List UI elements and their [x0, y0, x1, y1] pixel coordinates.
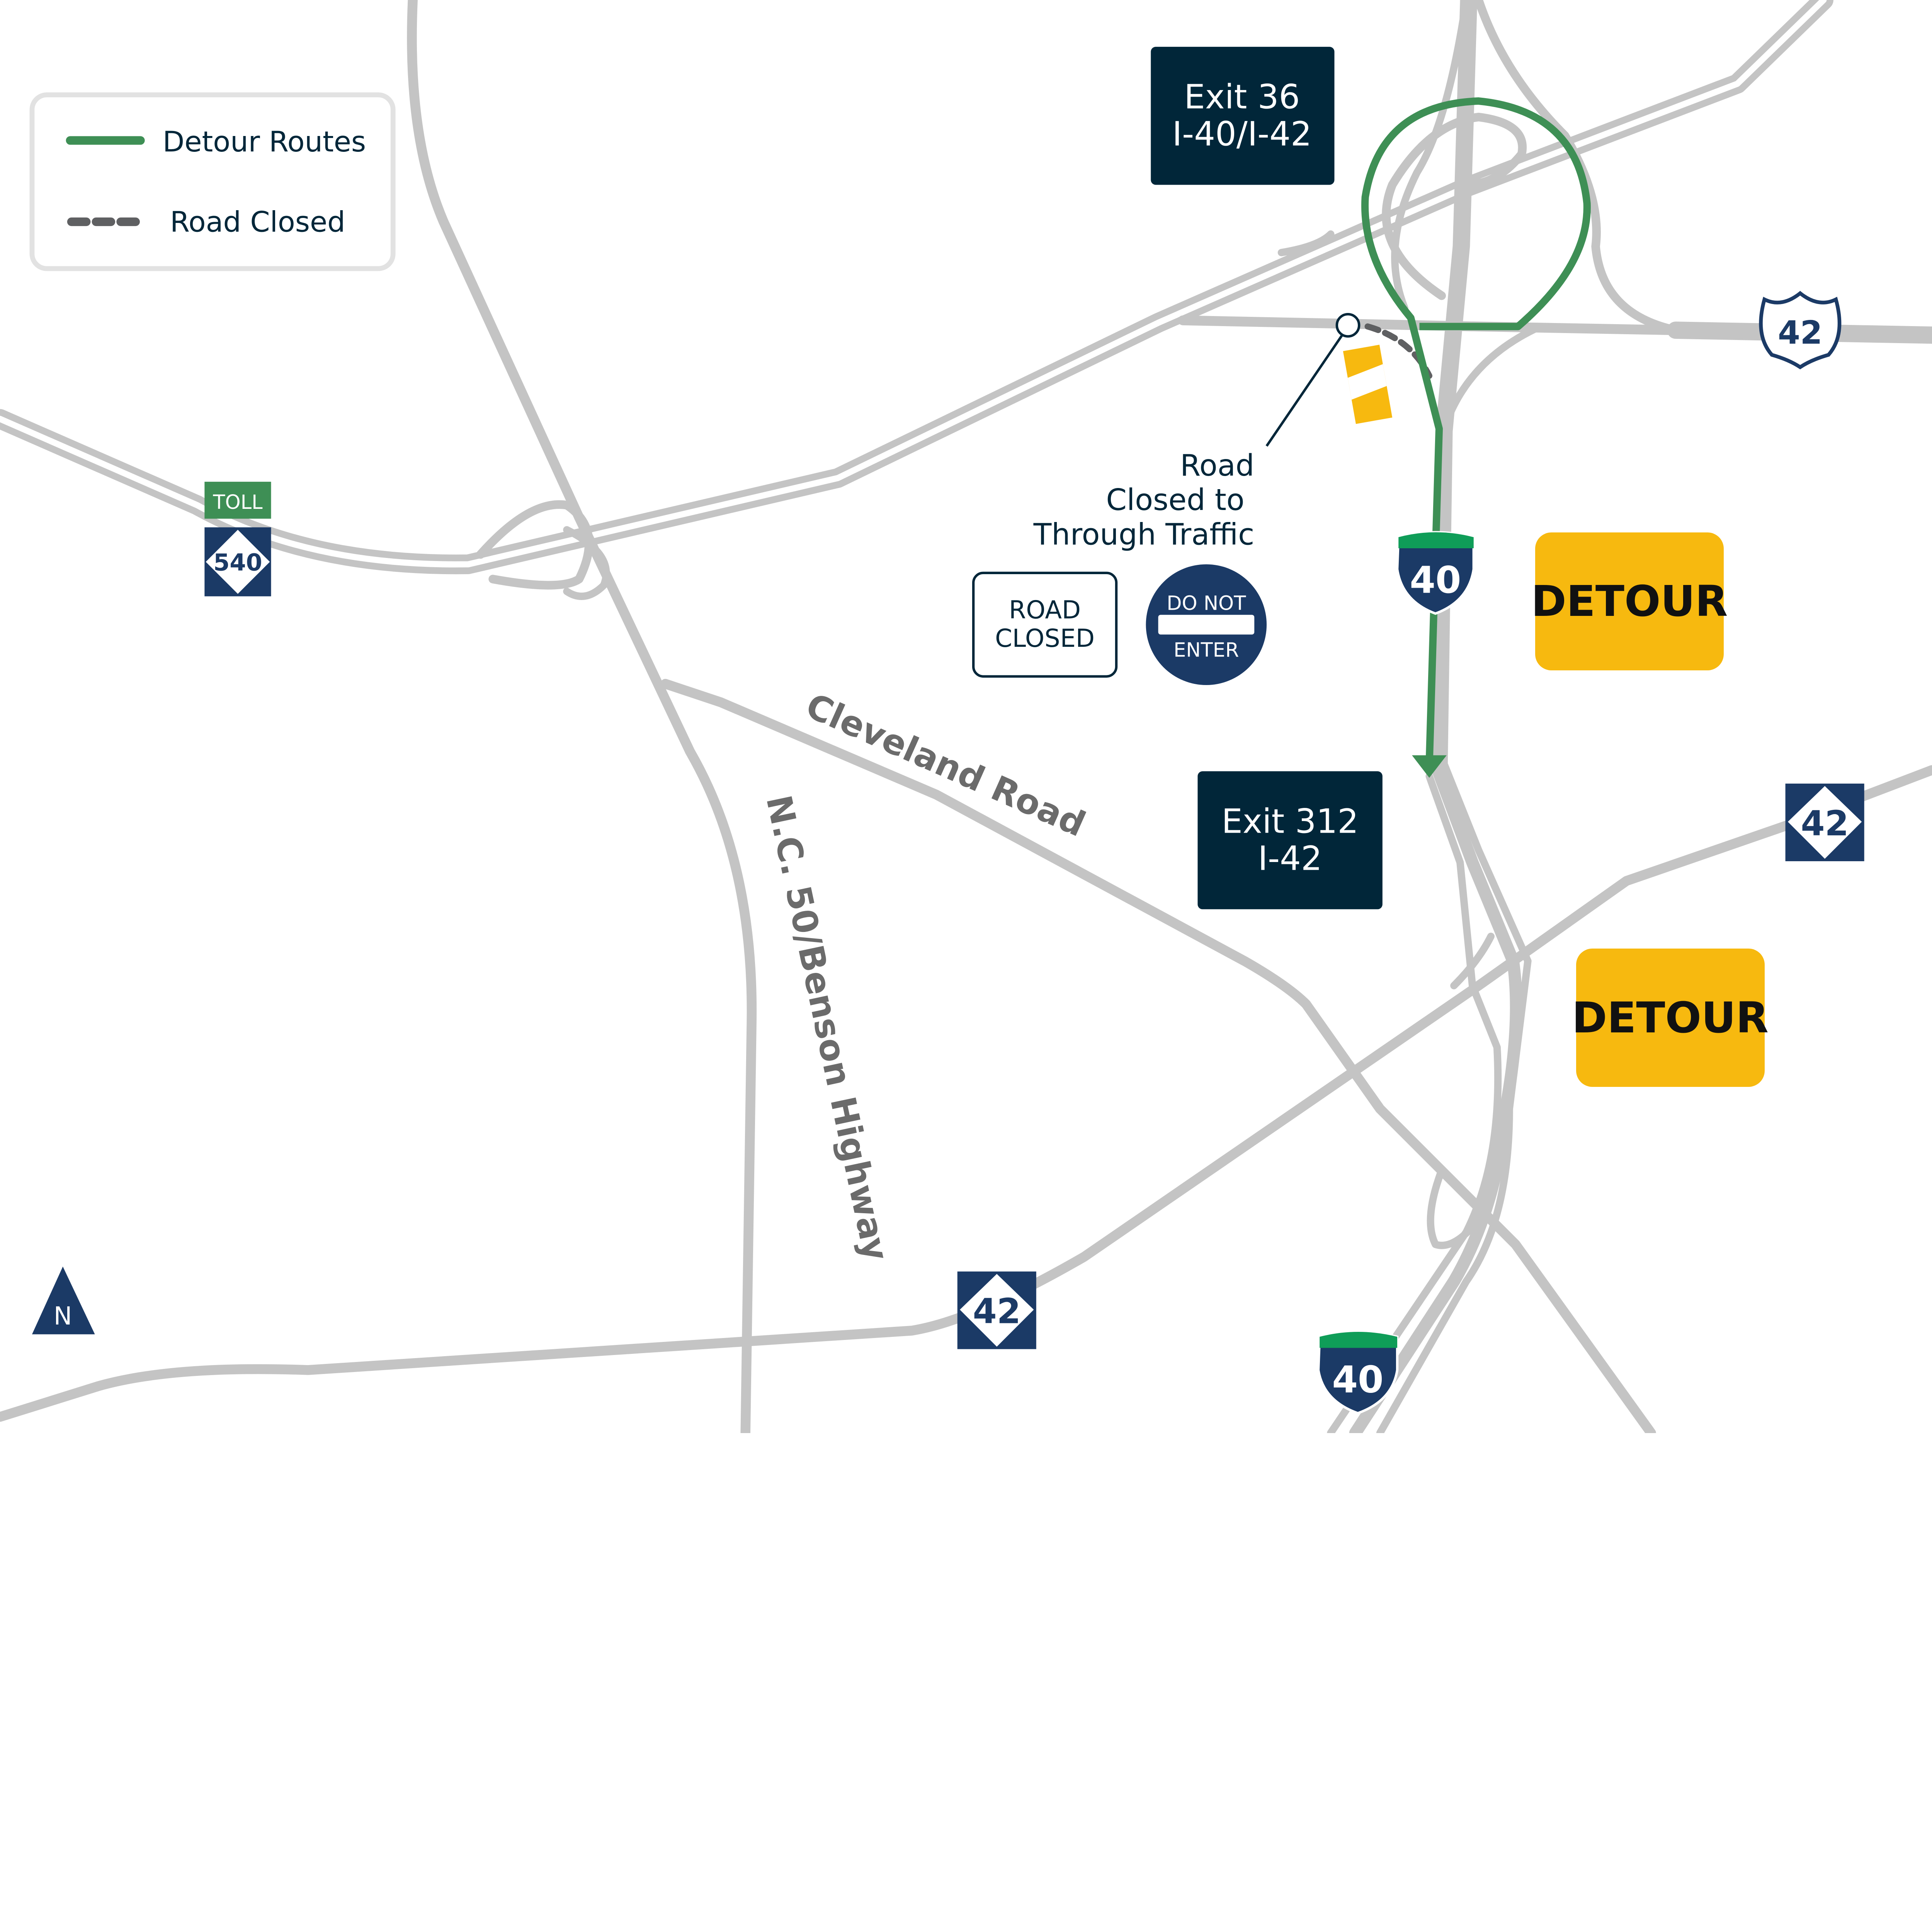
svg-text:40: 40 [1410, 558, 1461, 602]
svg-text:42: 42 [973, 1292, 1021, 1332]
do-not-enter-sign: DO NOT ENTER [1146, 564, 1267, 685]
svg-text:Exit 36: Exit 36 [1184, 78, 1300, 117]
svg-text:42: 42 [1778, 314, 1822, 352]
road-i40 [1349, 0, 1522, 1433]
closure-annotation-line: Closed to [1106, 483, 1245, 517]
detour-sign-label: DETOUR [1571, 993, 1769, 1042]
detour-sign: DETOUR [1572, 949, 1769, 1087]
svg-text:Exit 312: Exit 312 [1221, 803, 1359, 841]
north-arrow-icon: N [32, 1267, 95, 1335]
svg-text:N: N [54, 1302, 72, 1331]
nc42-shield-bottom: 42 [957, 1271, 1036, 1349]
detour-map-container: Road Closed to Through Traffic ROAD CLOS… [0, 0, 1932, 1433]
svg-text:42: 42 [1801, 804, 1849, 844]
detour-arrow-icon [1412, 755, 1447, 778]
road-nc42 [0, 765, 1932, 1422]
detour-map: Road Closed to Through Traffic ROAD CLOS… [0, 0, 1932, 1433]
us42-shield: 42 [1759, 291, 1842, 369]
svg-text:540: 540 [213, 549, 262, 576]
legend-detour-label: Detour Routes [163, 126, 366, 158]
i40-shield-top: 40 [1396, 531, 1475, 615]
legend: Detour Routes Road Closed [29, 92, 396, 271]
detour-sign: DETOUR [1531, 532, 1728, 670]
svg-text:DO NOT: DO NOT [1167, 592, 1246, 615]
nc42-shield-right: 42 [1785, 784, 1864, 861]
barricade-icon [1343, 345, 1393, 424]
closure-annotation-line: Through Traffic [1033, 517, 1255, 552]
road-nc50 [407, 0, 757, 1433]
svg-text:ROAD: ROAD [1009, 596, 1081, 625]
i40-shield-bottom: 40 [1317, 1330, 1399, 1415]
svg-text:TOLL: TOLL [213, 491, 263, 514]
svg-text:CLOSED: CLOSED [995, 624, 1095, 653]
svg-text:ENTER: ENTER [1173, 639, 1239, 662]
exit-sign-312: Exit 312 I-42 [1197, 771, 1383, 910]
closure-annotation-line: Road [1180, 449, 1254, 483]
road-cleveland [660, 679, 1656, 1433]
road-closed-sign: ROAD CLOSED [972, 571, 1118, 678]
svg-text:I-42: I-42 [1258, 839, 1322, 878]
closure-point-marker [1335, 313, 1361, 338]
detour-route [1361, 97, 1591, 764]
svg-text:I-40/I-42: I-40/I-42 [1172, 115, 1312, 153]
svg-text:40: 40 [1332, 1358, 1383, 1401]
legend-closed-label: Road Closed [170, 206, 345, 238]
nc540-toll-shield: TOLL 540 [204, 481, 271, 597]
exit-sign-36: Exit 36 I-40/I-42 [1151, 47, 1335, 185]
detour-sign-label: DETOUR [1531, 576, 1728, 626]
